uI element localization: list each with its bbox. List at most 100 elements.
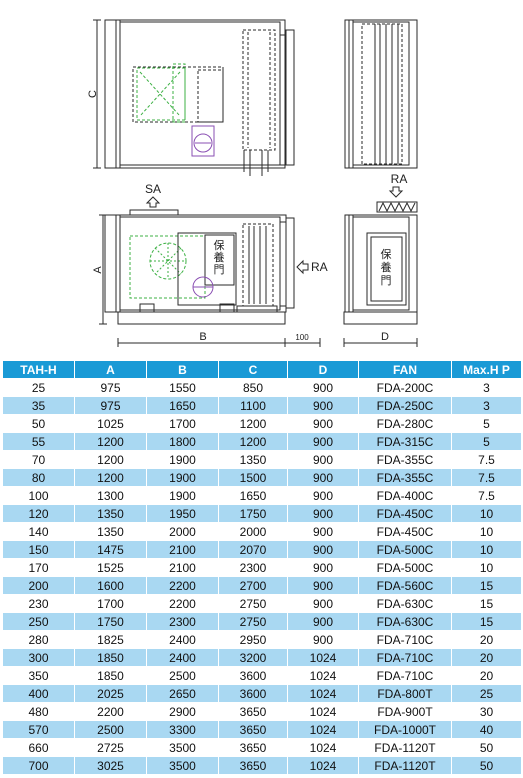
cell-b: 2100 xyxy=(146,558,219,577)
cell-c: 1750 xyxy=(218,504,288,523)
cell-d: 1024 xyxy=(287,684,359,703)
header-d: D xyxy=(287,360,359,379)
cell-c: 1500 xyxy=(218,468,288,487)
cell-model: 700 xyxy=(2,756,75,775)
cell-d: 900 xyxy=(287,414,359,433)
cell-a: 1300 xyxy=(74,486,147,505)
cell-fan: FDA-355C xyxy=(358,468,452,487)
cell-d: 900 xyxy=(287,432,359,451)
cell-c: 1100 xyxy=(218,396,288,415)
cell-d: 900 xyxy=(287,630,359,649)
cell-c: 3650 xyxy=(218,720,288,739)
cell-maxhp: 15 xyxy=(451,612,522,631)
sa-arrow-icon xyxy=(145,196,161,208)
cell-model: 120 xyxy=(2,504,75,523)
cell-a: 1525 xyxy=(74,558,147,577)
ra-top-label: RA xyxy=(391,172,408,186)
cell-b: 2400 xyxy=(146,648,219,667)
cell-c: 3650 xyxy=(218,756,288,775)
cell-model: 350 xyxy=(2,666,75,685)
cell-model: 170 xyxy=(2,558,75,577)
dim-c-label: C xyxy=(87,90,99,98)
cell-a: 2200 xyxy=(74,702,147,721)
side-char-1: 保 xyxy=(381,247,392,261)
cell-c: 1350 xyxy=(218,450,288,469)
cell-maxhp: 40 xyxy=(451,720,522,739)
cell-model: 100 xyxy=(2,486,75,505)
side-view-bottom xyxy=(343,201,418,347)
cell-maxhp: 10 xyxy=(451,558,522,577)
cell-model: 280 xyxy=(2,630,75,649)
cell-d: 900 xyxy=(287,522,359,541)
cell-a: 1850 xyxy=(74,648,147,667)
header-model: TAH-H xyxy=(2,360,75,379)
cell-a: 1200 xyxy=(74,432,147,451)
cell-fan: FDA-800T xyxy=(358,684,452,703)
panel-char-1: 保 xyxy=(214,238,225,252)
cell-maxhp: 10 xyxy=(451,522,522,541)
cell-maxhp: 20 xyxy=(451,648,522,667)
cell-c: 2750 xyxy=(218,612,288,631)
cell-b: 1650 xyxy=(146,396,219,415)
cell-b: 2200 xyxy=(146,594,219,613)
cell-c: 1200 xyxy=(218,414,288,433)
technical-drawing: C A B D 100 SA RA RA 保 養 門 保 養 門 xyxy=(87,19,418,347)
dim-100-label: 100 xyxy=(295,333,309,342)
cell-a: 1850 xyxy=(74,666,147,685)
cell-fan: FDA-450C xyxy=(358,522,452,541)
cell-fan: FDA-200C xyxy=(358,378,452,397)
cell-d: 900 xyxy=(287,396,359,415)
motor-front xyxy=(191,125,215,157)
cell-a: 975 xyxy=(74,378,147,397)
cell-fan: FDA-400C xyxy=(358,486,452,505)
cell-d: 1024 xyxy=(287,720,359,739)
cell-d: 900 xyxy=(287,468,359,487)
plan-view xyxy=(99,209,321,347)
cell-b: 2650 xyxy=(146,684,219,703)
cell-a: 1350 xyxy=(74,522,147,541)
cell-d: 900 xyxy=(287,594,359,613)
cell-c: 3200 xyxy=(218,648,288,667)
cell-a: 975 xyxy=(74,396,147,415)
cell-model: 200 xyxy=(2,576,75,595)
cell-maxhp: 3 xyxy=(451,396,522,415)
cell-d: 900 xyxy=(287,378,359,397)
cell-b: 2900 xyxy=(146,702,219,721)
cell-a: 1600 xyxy=(74,576,147,595)
cell-fan: FDA-630C xyxy=(358,612,452,631)
cell-a: 1700 xyxy=(74,594,147,613)
cell-fan: FDA-1000T xyxy=(358,720,452,739)
cell-b: 1900 xyxy=(146,450,219,469)
cell-model: 140 xyxy=(2,522,75,541)
cell-maxhp: 10 xyxy=(451,504,522,523)
header-fan: FAN xyxy=(358,360,452,379)
dim-d-label: D xyxy=(381,331,389,343)
header-a: A xyxy=(74,360,147,379)
cell-d: 900 xyxy=(287,450,359,469)
cell-c: 3600 xyxy=(218,666,288,685)
dim-a-label: A xyxy=(92,266,104,274)
cell-maxhp: 20 xyxy=(451,666,522,685)
cell-fan: FDA-900T xyxy=(358,702,452,721)
cell-a: 1200 xyxy=(74,450,147,469)
cell-b: 1550 xyxy=(146,378,219,397)
header-c: C xyxy=(218,360,288,379)
fan-plan xyxy=(129,235,206,299)
cell-model: 660 xyxy=(2,738,75,757)
cell-a: 2500 xyxy=(74,720,147,739)
cell-fan: FDA-500C xyxy=(358,558,452,577)
cell-c: 2000 xyxy=(218,522,288,541)
